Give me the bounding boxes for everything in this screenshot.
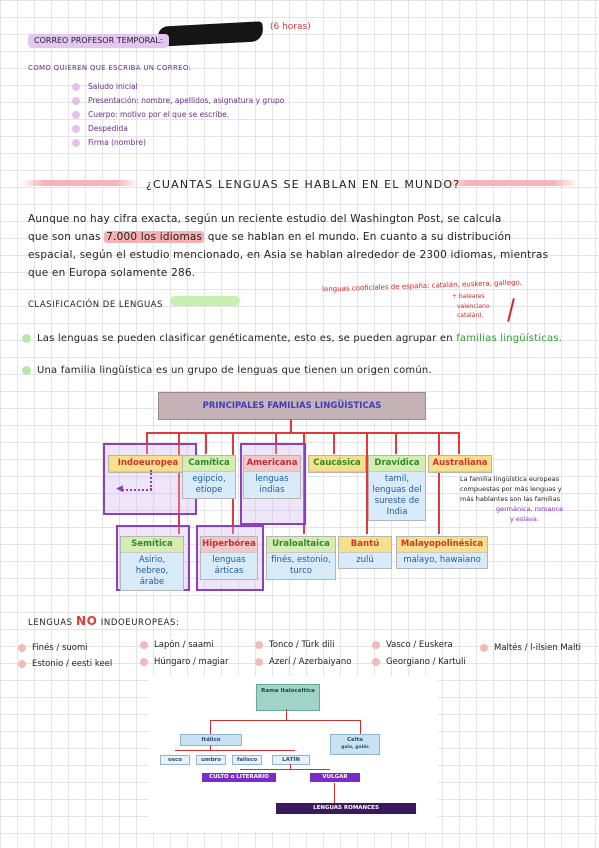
- family-box-malayopolinesica: Malayopolinésica malayo, hawaiano: [396, 536, 488, 569]
- tree-leaf: LATÍN: [272, 755, 310, 765]
- family-box-hiperborea: Hiperbórea lenguas árticas: [200, 536, 258, 580]
- family-box-semitica: Semítica Asirio, hebreo, árabe: [120, 536, 184, 591]
- family-box-americana: Americana lenguas indias: [243, 455, 301, 499]
- note-slash: [507, 298, 515, 322]
- tree-vulgar: VULGAR: [310, 773, 360, 782]
- list-item: Georgiano / Kartuli: [372, 657, 466, 667]
- tree-celta: Celta galo, galés: [330, 734, 380, 755]
- tree-romances: LENGUAS ROMANCES: [276, 803, 416, 814]
- banner-right: [440, 180, 580, 186]
- bullet-line-1: Las lenguas se pueden clasificar genétic…: [22, 330, 562, 348]
- list-item: Presentación: nombre, apellidos, asignat…: [72, 94, 284, 108]
- family-box-uraloaltaica: Uraloaltaica finés, estonio, turco: [266, 536, 336, 580]
- connector: [146, 432, 458, 434]
- family-box-indoeuropea: Indoeuropea: [108, 455, 188, 473]
- family-box-caucasica: Caucásica: [308, 455, 366, 473]
- list-item: Tonco / Türk dili: [255, 640, 335, 650]
- bullet-icon: [22, 365, 31, 375]
- bullet-icon: [72, 111, 80, 119]
- green-marker: [170, 296, 240, 306]
- list-item: Húngaro / magiar: [140, 657, 229, 667]
- list-item: Saludo inicial: [72, 80, 284, 94]
- list-item: Lapón / saami: [140, 640, 214, 650]
- bullet-icon: [72, 125, 80, 133]
- co-official-note-2: + baleares: [452, 293, 485, 300]
- family-box-camitica: Camítica egipcio, etiope: [182, 455, 236, 499]
- hours-label: (6 horas): [270, 22, 311, 32]
- connector: [178, 432, 180, 534]
- list-item: Despedida: [72, 122, 284, 136]
- list-item: Finés / suomi: [18, 643, 88, 653]
- section-title: ¿CUANTAS LENGUAS SE HABLAN EN EL MUNDO?: [146, 178, 461, 191]
- list-item: Maltés / l-ilsien Malti: [480, 643, 581, 653]
- list-item: Azerí / Azerbaiyano: [255, 657, 351, 667]
- co-official-note-3: valenciano: [457, 303, 490, 310]
- list-item: Cuerpo: motivo por el que se escribe.: [72, 108, 284, 122]
- bullet-icon: [72, 139, 80, 147]
- connector: [290, 419, 292, 433]
- bullet-line-2: Una familia lingüística es un grupo de l…: [22, 362, 432, 380]
- tree-leaf: osco: [160, 755, 190, 765]
- list-item: Estonio / eesti keel: [18, 659, 112, 669]
- diagram-title: PRINCIPALES FAMILIAS LINGÜÍSTICAS: [158, 392, 426, 420]
- banner-left: [20, 180, 140, 186]
- co-official-note-4: catalán).: [457, 312, 484, 319]
- redacted-name: [157, 21, 264, 47]
- dotted-arrow: [122, 489, 152, 491]
- family-box-australiana: Australiana: [428, 455, 492, 473]
- dotted-arrow: [150, 470, 154, 490]
- tree-italico: Itálico: [180, 734, 242, 746]
- highlight: 7.000 los idiomas: [104, 231, 205, 243]
- paragraph: Aunque no hay cifra exacta, según un rec…: [28, 213, 549, 279]
- header-title: CORREO PROFESOR TEMPORAL:: [28, 34, 169, 48]
- tree-culto: CULTO o LITERARIO: [202, 773, 276, 782]
- connector: [205, 432, 207, 454]
- connector: [366, 432, 368, 534]
- email-intro: COMO QUIEREN QUE ESCRIBA UN CORREO:: [28, 64, 192, 72]
- family-box-dravidica: Dravídica tamil, lenguas del sureste de …: [368, 455, 426, 521]
- email-list: Saludo inicial Presentación: nombre, ape…: [72, 80, 284, 150]
- connector: [333, 432, 335, 454]
- non-indo-title: LENGUAS NO INDOEUROPEAS:: [28, 614, 180, 628]
- tree-root: Rama Italocéltica: [256, 684, 320, 711]
- family-box-bantu: Bantú zulú: [338, 536, 392, 569]
- bullet-icon: [72, 97, 80, 105]
- side-note: La familia lingüística europeas compuest…: [460, 475, 564, 523]
- list-item: Firma (nombre): [72, 136, 284, 150]
- arrow-left-icon: ◀: [116, 484, 123, 494]
- tree-leaf: falisco: [232, 755, 262, 765]
- list-item: Vasco / Euskera: [372, 640, 453, 650]
- bullet-icon: [72, 83, 80, 91]
- connector: [438, 432, 440, 534]
- bullet-icon: [22, 333, 31, 343]
- classification-title: CLASIFICACIÓN DE LENGUAS: [28, 300, 163, 310]
- connector: [458, 432, 460, 454]
- tree-leaf: umbro: [196, 755, 226, 765]
- connector: [395, 432, 397, 454]
